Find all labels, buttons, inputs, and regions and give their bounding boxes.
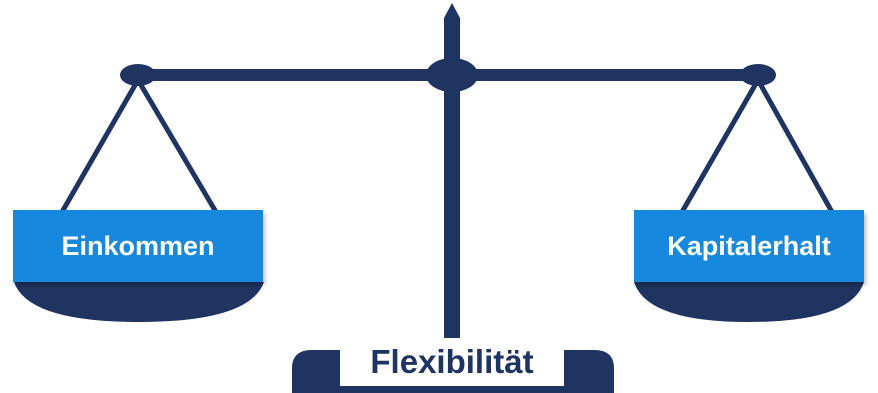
left-string-outer: [59, 78, 141, 214]
scale-pole: [444, 3, 460, 350]
beam-center-hub: [426, 58, 478, 92]
left-pan: [14, 282, 264, 322]
right-string-inner: [755, 78, 835, 214]
left-pan-label: Einkommen: [13, 210, 263, 282]
beam-right-knob: [740, 64, 776, 86]
beam-left-knob: [120, 64, 156, 86]
right-pan: [634, 282, 864, 322]
left-string-inner: [135, 78, 219, 214]
base-label: Flexibilität: [340, 338, 564, 386]
right-pan-label: Kapitalerhalt: [634, 210, 864, 282]
right-string-outer: [679, 78, 761, 214]
